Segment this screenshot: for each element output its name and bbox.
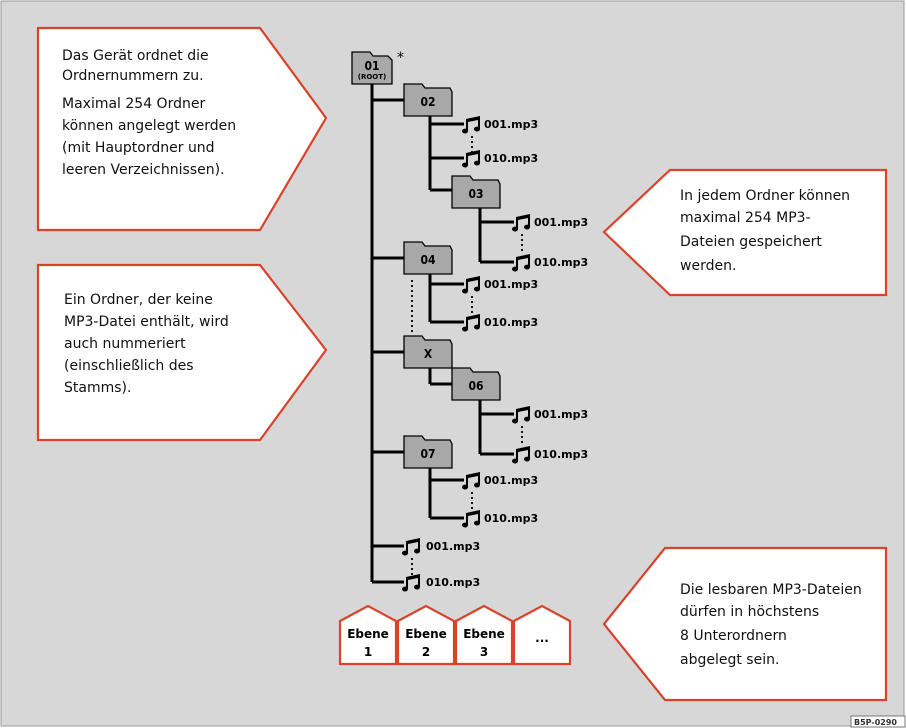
folder-06-label: 06 bbox=[468, 379, 483, 393]
file-entry: 001.mp3 bbox=[512, 214, 588, 232]
folder-02: 02 bbox=[403, 83, 453, 117]
image-code-label: B5P-0290 bbox=[850, 715, 906, 728]
tree-connectors bbox=[370, 82, 523, 584]
level-tab-3-number: 3 bbox=[480, 645, 488, 659]
file-name: 001.mp3 bbox=[484, 474, 538, 487]
level-tab-2: Ebene 2 bbox=[396, 604, 456, 666]
file-name: 010.mp3 bbox=[426, 576, 480, 589]
file-name: 010.mp3 bbox=[534, 256, 588, 269]
folder-x: X bbox=[403, 335, 453, 369]
callout-folder-numbering-line: leeren Verzeichnissen). bbox=[62, 162, 225, 178]
folder-x-label: X bbox=[424, 347, 433, 361]
callout-folder-numbering-line: (mit Hauptordner und bbox=[62, 140, 215, 156]
folder-06: 06 bbox=[451, 367, 501, 401]
file-name: 001.mp3 bbox=[534, 216, 588, 229]
music-note-icon bbox=[512, 406, 531, 424]
level-tab-1-word: Ebene bbox=[347, 627, 389, 641]
callout-folder-numbering-line: können angelegt werden bbox=[62, 118, 236, 134]
file-entry: 010.mp3 bbox=[512, 446, 588, 464]
callout-empty-folder: Ein Ordner, der keine MP3-Datei enthält,… bbox=[36, 263, 328, 442]
music-note-icon bbox=[512, 254, 531, 272]
file-name: 001.mp3 bbox=[484, 278, 538, 291]
file-name: 010.mp3 bbox=[484, 316, 538, 329]
music-note-icon bbox=[462, 472, 481, 490]
callout-files-per-folder: In jedem Ordner können maximal 254 MP3- … bbox=[602, 168, 888, 297]
file-entry: 001.mp3 bbox=[512, 406, 588, 424]
callout-max-subfolders: Die lesbaren MP3-Dateien dürfen in höchs… bbox=[602, 546, 888, 702]
level-tab-more-label: ... bbox=[535, 631, 549, 645]
callout-files-per-folder-line: maximal 254 MP3- bbox=[680, 210, 811, 226]
level-tab-2-word: Ebene bbox=[405, 627, 447, 641]
callout-empty-folder-line: Stamms). bbox=[64, 380, 131, 396]
file-entry: 001.mp3 bbox=[462, 472, 538, 490]
level-tab-2-number: 2 bbox=[422, 645, 430, 659]
folder-03-label: 03 bbox=[468, 187, 483, 201]
file-entry: 010.mp3 bbox=[402, 574, 480, 592]
folder-04: 04 bbox=[403, 241, 453, 275]
callout-folder-numbering-line: Das Gerät ordnet die bbox=[62, 48, 209, 64]
music-note-icon bbox=[402, 574, 421, 592]
file-entry: 001.mp3 bbox=[462, 116, 538, 134]
file-entry: 010.mp3 bbox=[512, 254, 588, 272]
callout-folder-numbering-line: Maximal 254 Ordner bbox=[62, 96, 205, 112]
file-name: 001.mp3 bbox=[426, 540, 480, 553]
callout-files-per-folder-line: In jedem Ordner können bbox=[680, 188, 850, 204]
file-name: 001.mp3 bbox=[484, 118, 538, 131]
level-tab-1-number: 1 bbox=[364, 645, 372, 659]
folder-root-label: 01 bbox=[364, 59, 379, 73]
callout-files-per-folder-line: Dateien gespeichert bbox=[680, 234, 822, 250]
file-name: 010.mp3 bbox=[534, 448, 588, 461]
folder-root-sublabel: (ROOT) bbox=[358, 73, 386, 81]
callout-max-subfolders-line: Die lesbaren MP3-Dateien bbox=[680, 582, 862, 598]
level-tab-more: ... bbox=[512, 604, 572, 666]
music-note-icon bbox=[512, 214, 531, 232]
folder-02-label: 02 bbox=[420, 95, 435, 109]
music-note-icon bbox=[462, 276, 481, 294]
callout-max-subfolders-line: abgelegt sein. bbox=[680, 652, 779, 668]
callout-folder-numbering-line: Ordnernummern zu. bbox=[62, 68, 204, 84]
folder-root: 01 (ROOT) * bbox=[351, 50, 404, 85]
folder-07: 07 bbox=[403, 435, 453, 469]
folder-04-label: 04 bbox=[420, 253, 436, 267]
callout-max-subfolders-line: 8 Unterordnern bbox=[680, 628, 787, 644]
level-tab-3-word: Ebene bbox=[463, 627, 505, 641]
music-note-icon bbox=[462, 314, 481, 332]
file-entry: 010.mp3 bbox=[462, 314, 538, 332]
music-note-icon bbox=[512, 446, 531, 464]
callout-files-per-folder-line: werden. bbox=[680, 258, 736, 274]
music-note-icon bbox=[462, 510, 481, 528]
callout-folder-numbering: Das Gerät ordnet die Ordnernummern zu. M… bbox=[36, 26, 328, 232]
file-name: 001.mp3 bbox=[534, 408, 588, 421]
file-entry: 001.mp3 bbox=[462, 276, 538, 294]
callout-empty-folder-line: (einschließlich des bbox=[64, 358, 194, 374]
folder-03: 03 bbox=[451, 175, 501, 209]
root-asterisk: * bbox=[397, 50, 404, 66]
file-name: 010.mp3 bbox=[484, 152, 538, 165]
file-name: 010.mp3 bbox=[484, 512, 538, 525]
file-entry: 001.mp3 bbox=[402, 538, 480, 556]
music-note-icon bbox=[462, 150, 481, 168]
music-note-icon bbox=[402, 538, 421, 556]
level-tab-3: Ebene 3 bbox=[454, 604, 514, 666]
level-tab-1: Ebene 1 bbox=[338, 604, 398, 666]
image-code-text: B5P-0290 bbox=[854, 718, 897, 727]
callout-empty-folder-line: MP3-Datei enthält, wird bbox=[64, 314, 229, 330]
callout-empty-folder-line: Ein Ordner, der keine bbox=[64, 292, 213, 308]
file-entry: 010.mp3 bbox=[462, 510, 538, 528]
file-entry: 010.mp3 bbox=[462, 150, 538, 168]
folder-07-label: 07 bbox=[420, 447, 435, 461]
music-note-icon bbox=[462, 116, 481, 134]
callout-empty-folder-line: auch nummeriert bbox=[64, 336, 186, 352]
callout-max-subfolders-line: dürfen in höchstens bbox=[680, 604, 819, 620]
